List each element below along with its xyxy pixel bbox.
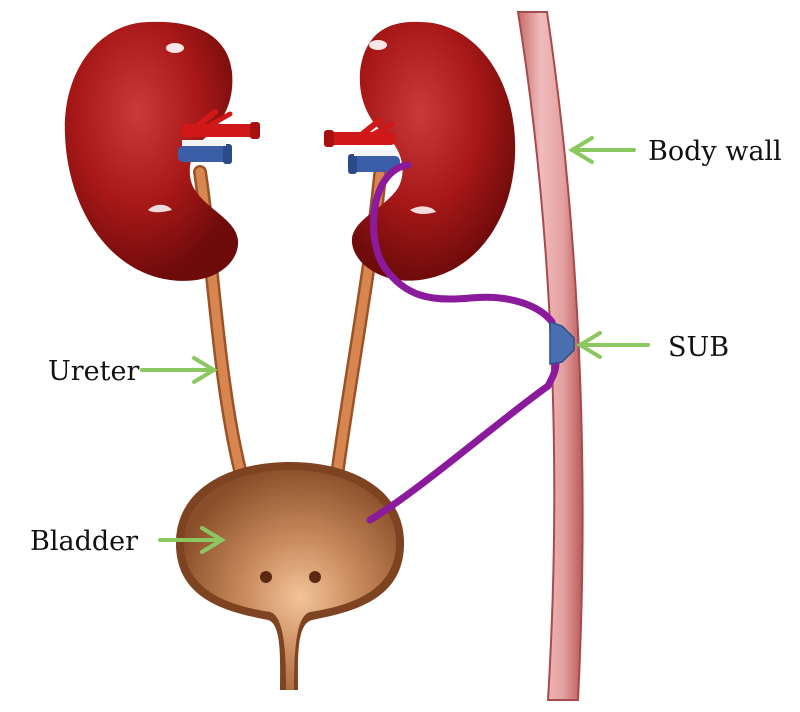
sub-device [549, 320, 575, 365]
arrow-body-wall [568, 136, 636, 164]
right-renal-vessels [324, 117, 400, 174]
label-sub: SUB [668, 332, 729, 363]
label-bladder: Bladder [30, 526, 138, 557]
right-kidney [351, 21, 516, 281]
left-kidney [64, 21, 239, 281]
bladder [175, 462, 405, 690]
label-body-wall: Body wall [648, 136, 782, 167]
left-renal-vessels [178, 109, 260, 164]
sub-tubing [366, 161, 560, 524]
label-ureter: Ureter [48, 356, 139, 387]
arrow-ureter [140, 356, 218, 384]
arrow-sub [576, 331, 650, 359]
body-wall [516, 11, 584, 701]
arrow-bladder [158, 526, 226, 554]
